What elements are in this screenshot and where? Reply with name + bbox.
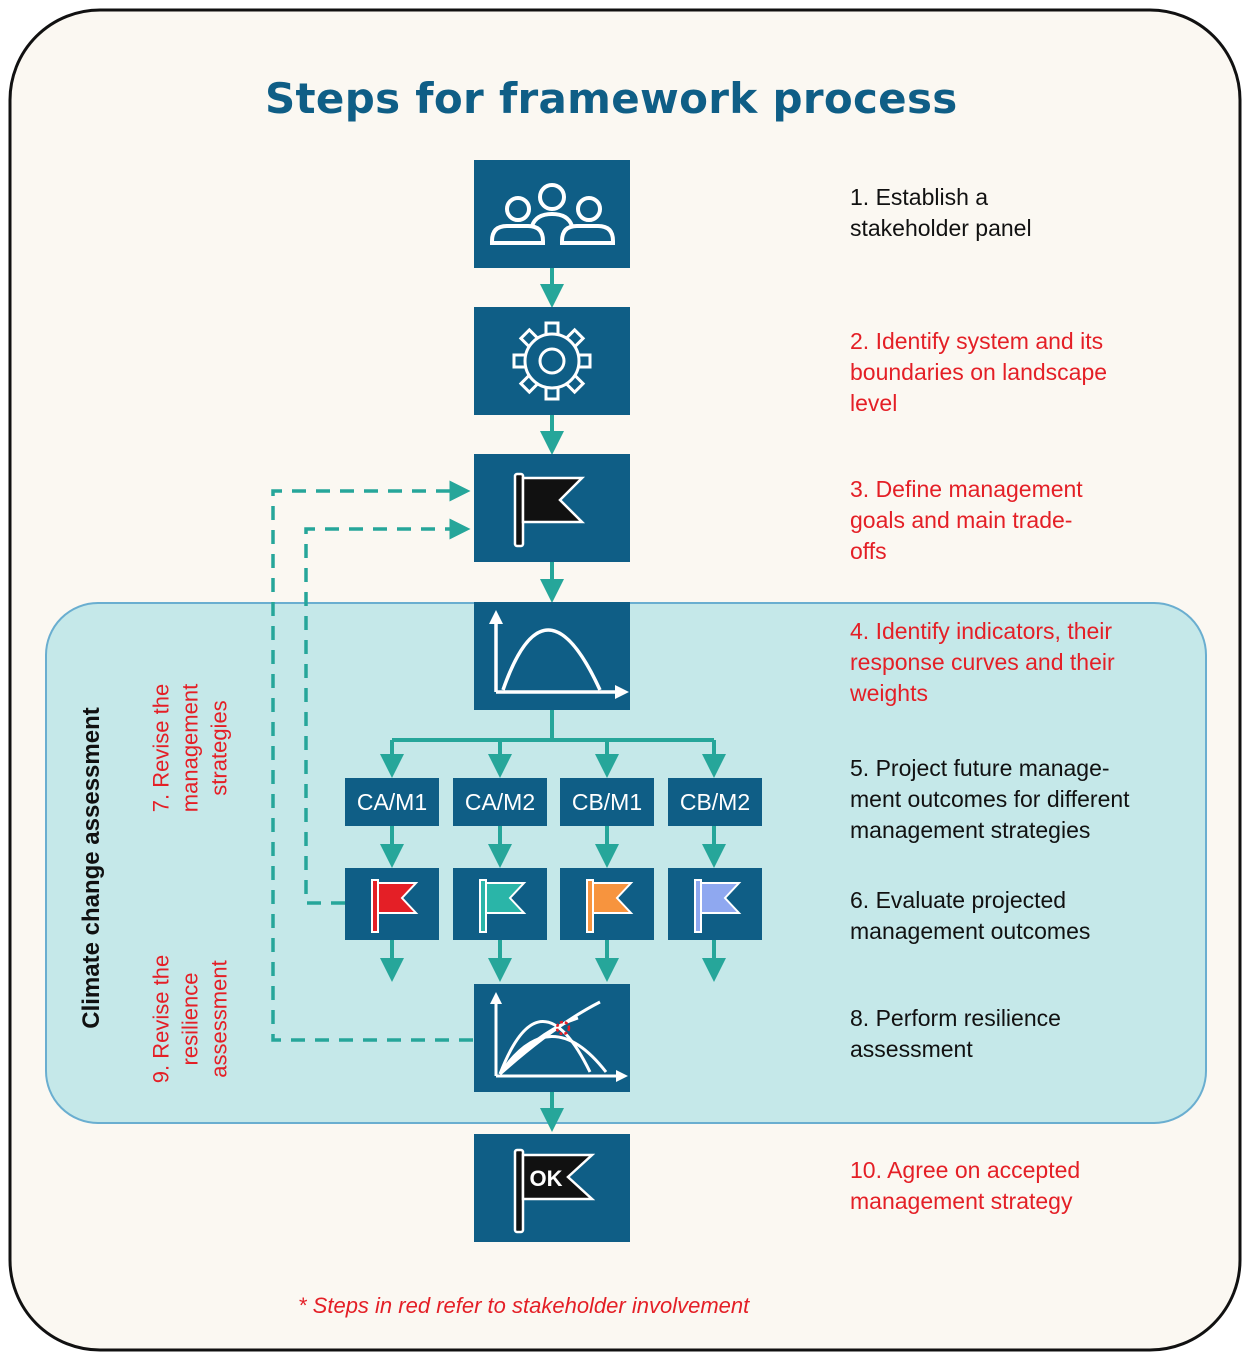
step-2-text: 2. Identify system and its boundaries on… — [850, 328, 1108, 416]
ok-label: OK — [530, 1166, 563, 1191]
scenario-cb-m1: CB/M1 — [560, 778, 654, 826]
step-8-text: 8. Perform resilience assessment — [850, 1005, 1061, 1062]
stakeholder-group-icon — [490, 183, 615, 245]
step-6-text: 6. Evaluate projected management outcome… — [850, 887, 1091, 944]
step-5-text: 5. Project future manage- ment outcomes … — [850, 755, 1130, 843]
scenario-flag-icon-4 — [694, 879, 742, 933]
scenario-flag-icon-2 — [479, 879, 527, 933]
scenario-cb-m2: CB/M2 — [668, 778, 762, 826]
scenario-ca-m1: CA/M1 — [345, 778, 439, 826]
footnote: * Steps in red refer to stakeholder invo… — [298, 1293, 750, 1318]
revise-resilience-label: 9. Revise the resilience assessment — [148, 954, 232, 1084]
diagram-title: Steps for framework process — [265, 74, 958, 123]
scenario-flag-icon-1 — [371, 879, 419, 933]
scenario-flag-boxes — [345, 868, 762, 940]
step-4-text: 4. Identify indicators, their response c… — [850, 618, 1115, 706]
step-1-text: 1. Establish a stakeholder panel — [850, 184, 1032, 241]
feedback-loops — [271, 480, 473, 1042]
response-curve-icon — [489, 610, 629, 699]
step-boxes — [474, 160, 630, 1242]
feedback-loop-revise-resilience — [271, 480, 473, 1042]
step-10-text: 10. Agree on accepted management strateg… — [850, 1157, 1081, 1214]
resilience-curves-icon — [490, 992, 628, 1082]
gear-icon — [512, 321, 592, 401]
revise-strategies-label: 7. Revise the management strategies — [148, 683, 232, 813]
climate-assessment-label: Climate change assessment — [78, 707, 105, 1029]
scenario-flag-icon-3 — [586, 879, 634, 933]
flow-arrows — [380, 268, 726, 1132]
ok-flag-icon: OK — [513, 1148, 596, 1234]
feedback-loop-revise-strategies — [304, 518, 471, 905]
step-3-text: 3. Define management goals and main trad… — [850, 476, 1083, 564]
scenario-ca-m2: CA/M2 — [453, 778, 547, 826]
black-flag-icon — [513, 472, 586, 548]
